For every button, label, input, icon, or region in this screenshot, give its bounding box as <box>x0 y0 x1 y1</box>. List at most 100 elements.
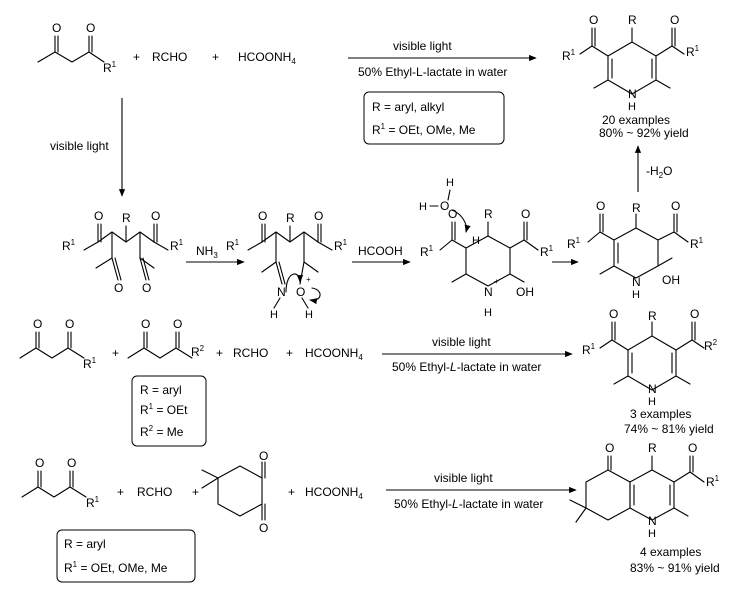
top-product-r1-right: R <box>686 45 695 59</box>
top-product-oxygen-1: O <box>589 13 598 27</box>
svg-text:R1: R1 <box>420 244 434 259</box>
inter2-plus: + <box>306 275 311 284</box>
row4-conditions-r1-values: = OEt, OMe, Me <box>77 561 168 575</box>
inter3-r1-left: R <box>420 245 429 259</box>
inter2-r1-right: R <box>334 239 343 253</box>
svg-text:R1: R1 <box>706 474 720 489</box>
mechanism-intermediate-4: R O R1 O R1 N H OH <box>567 199 704 301</box>
svg-text:HCOONH4: HCOONH4 <box>305 346 363 362</box>
inter3-r1-right: R <box>540 245 549 259</box>
row3-r2-label: R <box>191 345 200 359</box>
row3-product-dihydropyridine: R O R1 O R2 N H <box>582 307 718 408</box>
row3-r2-sup: 2 <box>200 344 205 353</box>
svg-text:R1: R1 <box>562 48 576 63</box>
inter3-r1-right-sup: 1 <box>549 244 554 253</box>
inter1-r1-left-sup: 1 <box>71 238 76 247</box>
row3-product-oxygen-1: O <box>609 307 618 321</box>
inter3-r: R <box>484 207 493 221</box>
inter4-r: R <box>632 201 641 215</box>
row4-conditions-line-1: R = aryl <box>64 537 106 551</box>
top-r1-sup: 1 <box>112 60 117 69</box>
inter4-r1-left-sup: 1 <box>576 236 581 245</box>
water-hydrogen-top: H <box>446 177 454 189</box>
row3-product-r2: R <box>704 339 713 353</box>
water-hydrogen-left: H <box>419 201 427 213</box>
inter4-r1-right: R <box>690 237 699 251</box>
row3-solvent-post: -lactate in water <box>457 360 542 374</box>
inter1-r: R <box>122 211 131 225</box>
row3-ammonium-formate: HCOONH <box>305 346 358 360</box>
dehydration-label-sub: 2 <box>659 171 664 180</box>
row4-dimedone: O O <box>201 449 268 535</box>
inter2-nitrogen: N <box>277 285 286 299</box>
row3-diketone1-oxygen-1: O <box>33 317 42 331</box>
inter2-oh-hydrogen: H <box>305 309 313 321</box>
top-conditions-r1-values: = OEt, OMe, Me <box>385 123 476 137</box>
row4-product-nh-hydrogen: H <box>648 528 656 540</box>
row4-conditions-r1: R <box>64 561 73 575</box>
svg-text:R1: R1 <box>582 342 596 357</box>
nh3-label: NH <box>196 244 213 258</box>
row4-plus-2: + <box>192 485 199 499</box>
row4-solvent-pre: 50% Ethyl- <box>394 497 452 511</box>
svg-text:R2 = Me: R2 = Me <box>140 424 184 439</box>
svg-text:R1: R1 <box>83 356 97 371</box>
hcooh-label: HCOOH <box>358 244 403 258</box>
row3-r1-label: R <box>83 357 92 371</box>
top-plus-1: + <box>133 50 140 64</box>
row3-product-r1: R <box>582 343 591 357</box>
row4-r1-sup: 1 <box>95 495 100 504</box>
inter3-ring-hydrogen: H <box>472 235 480 247</box>
row3-examples-count: 3 examples <box>630 407 691 421</box>
row4-product-ketone-oxygen: O <box>605 441 614 455</box>
inter3-oxygen-2: O <box>521 207 530 221</box>
row3-conditions-r2: R <box>140 425 149 439</box>
row3-plus-2: + <box>216 346 223 360</box>
svg-text:R1: R1 <box>226 238 240 253</box>
svg-text:R1: R1 <box>86 495 100 510</box>
row4-diketone-oxygen-2: O <box>67 456 76 470</box>
water-oxygen: O <box>440 199 449 213</box>
row4-product-r1: R <box>706 475 715 489</box>
top-product-nitrogen: N <box>628 87 637 101</box>
row4-product-r1-sup: 1 <box>715 474 720 483</box>
svg-text:R1: R1 <box>170 238 184 253</box>
inter1-oxygen-1: O <box>94 209 103 223</box>
dehydration-label: -H <box>646 164 659 178</box>
inter2-r1-left: R <box>226 239 235 253</box>
svg-text:HCOONH4: HCOONH4 <box>238 50 296 66</box>
inter2-r1-right-sup: 1 <box>343 238 348 247</box>
top-conditions-box: R = aryl, alkyl R1 = OEt, OMe, Me <box>363 91 505 145</box>
inter4-r1-right-sup: 1 <box>699 236 704 245</box>
row3-plus-1: + <box>112 346 119 360</box>
inter2-oxygen: O <box>296 285 305 299</box>
inter4-oxygen-1: O <box>596 199 605 213</box>
row4-product-nitrogen: N <box>648 514 657 528</box>
top-product-dihydropyridine: R O R1 O R1 N H <box>562 13 700 113</box>
diketone-oxygen-2: O <box>86 21 95 35</box>
top-conditions-line-1: R = aryl, alkyl <box>372 100 444 114</box>
row3-conditions-r1: R <box>140 403 149 417</box>
row3-reactant-diketone-2: O O R2 <box>127 317 205 359</box>
svg-text:R1 = OEt: R1 = OEt <box>140 402 188 417</box>
svg-text:R1: R1 <box>690 236 704 251</box>
row3-solvent-pre: 50% Ethyl- <box>392 360 450 374</box>
water-molecule: H H O <box>419 177 471 233</box>
svg-text:R2: R2 <box>704 338 718 353</box>
svg-text:R1 = OEt, OMe, Me: R1 = OEt, OMe, Me <box>372 122 476 137</box>
svg-text:R1 = OEt, OMe, Me: R1 = OEt, OMe, Me <box>64 560 168 575</box>
inter1-oxygen-3: O <box>114 281 123 295</box>
row3-product-r1-sup: 1 <box>591 342 596 351</box>
row4-aldehyde: RCHO <box>137 485 172 499</box>
top-examples-count: 20 examples <box>602 113 670 127</box>
row4-conditions-box: R = aryl R1 = OEt, OMe, Me <box>56 529 196 583</box>
top-product-r1-left-sup: 1 <box>571 48 576 57</box>
row4-plus-1: + <box>117 485 124 499</box>
row3-ammonium-sub: 4 <box>358 353 363 362</box>
svg-text:HCOONH4: HCOONH4 <box>305 485 363 501</box>
row3-reactant-diketone-1: O O R1 <box>19 317 97 371</box>
inter3-nitrogen: N <box>484 285 493 299</box>
row4-plus-3: + <box>288 485 295 499</box>
inter4-oxygen-2: O <box>671 199 680 213</box>
inter2-r: R <box>286 211 295 225</box>
